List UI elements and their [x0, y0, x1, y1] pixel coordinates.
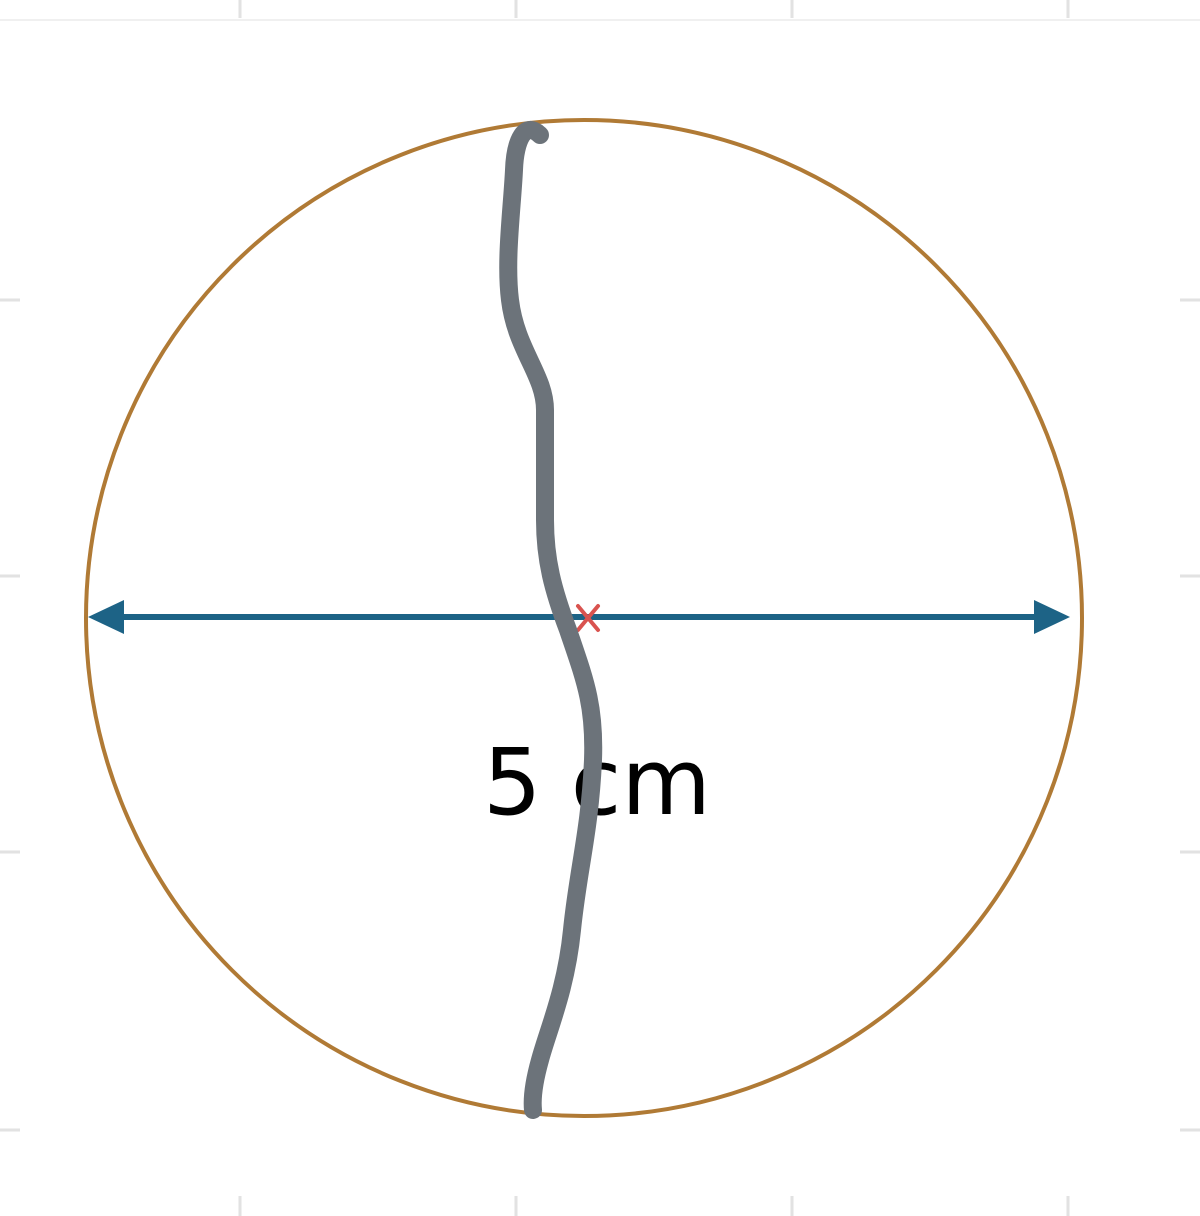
diameter-arrow	[88, 600, 1070, 634]
left-arrowhead-icon	[88, 600, 124, 634]
circle-outline	[84, 118, 1084, 1118]
right-arrowhead-icon	[1034, 600, 1070, 634]
center-mark-icon	[576, 604, 600, 632]
freehand-stroke	[499, 121, 603, 1119]
